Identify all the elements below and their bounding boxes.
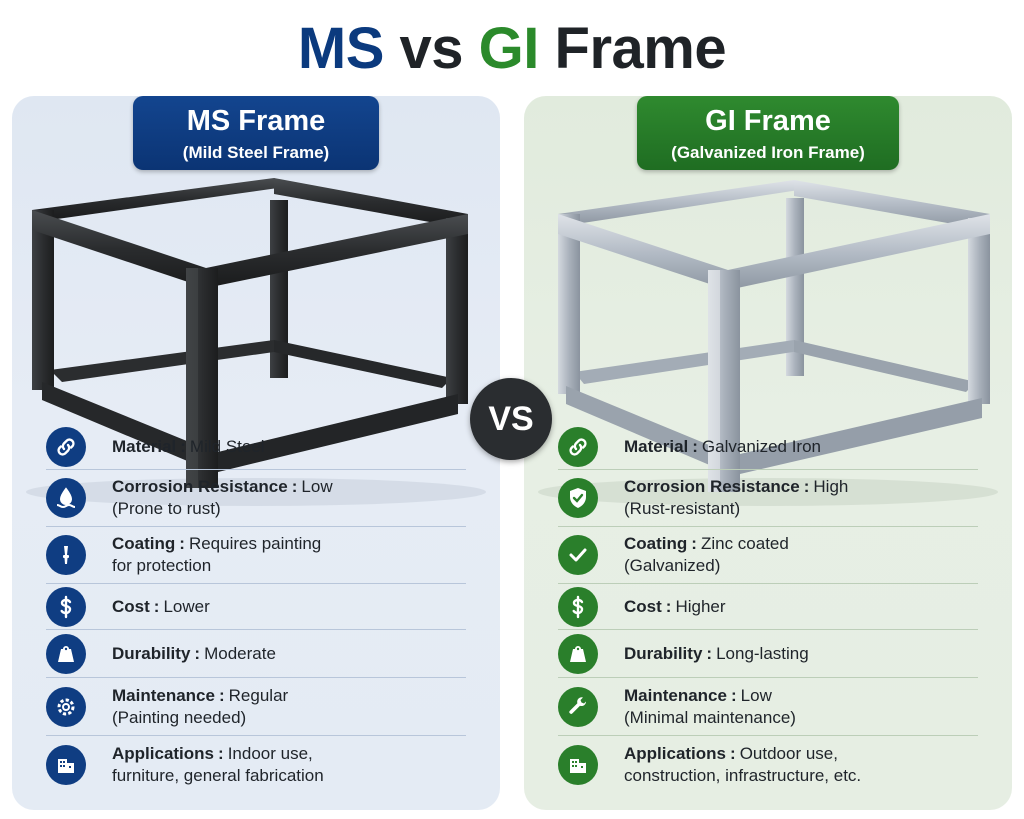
title-vs: vs — [399, 16, 464, 81]
gi-corrosion-value: High — [813, 477, 849, 496]
gi-applications-note: construction, infrastructure, etc. — [624, 766, 862, 785]
ms-maintenance-value: Regular — [228, 685, 289, 705]
ms-frame-panel: MS Frame (Mild Steel Frame) — [12, 96, 500, 810]
ms-corrosion-note: (Prone to rust) — [112, 499, 221, 518]
gi-corrosion-label: Corrosion Resistance — [624, 477, 800, 496]
paint-brush-icon — [46, 535, 86, 575]
gi-frame-image — [524, 172, 1012, 512]
ms-row-durability: Durability:Moderate — [46, 630, 466, 678]
gi-durability-value: Long-lasting — [716, 643, 809, 663]
ms-frame-badge: MS Frame (Mild Steel Frame) — [133, 96, 379, 170]
chain-link-icon — [558, 426, 598, 467]
ms-applications-value: Indoor use, — [227, 744, 313, 763]
ms-frame-subheading: (Mild Steel Frame) — [182, 143, 330, 162]
gi-row-corrosion: Corrosion Resistance:High(Rust-resistant… — [558, 470, 978, 527]
ms-maintenance-label: Maintenance — [112, 685, 215, 705]
ms-properties-list: Material:Mild Steel Corrosion Resistance… — [46, 424, 466, 794]
gi-maintenance-note: (Minimal maintenance) — [624, 707, 796, 727]
gi-row-coating: Coating:Zinc coated(Galvanized) — [558, 527, 978, 584]
gi-material-value: Galvanized Iron — [701, 436, 821, 456]
ms-row-applications: Applications:Indoor use,furniture, gener… — [46, 736, 466, 794]
gi-applications-label: Applications — [624, 744, 727, 763]
ms-row-material: Material:Mild Steel — [46, 424, 466, 470]
title-ms: MS — [297, 16, 385, 81]
gi-row-durability: Durability:Long-lasting — [558, 630, 978, 678]
building-icon — [46, 745, 86, 785]
water-drop-icon — [46, 478, 86, 518]
dollar-icon — [46, 586, 86, 627]
ms-material-value: Mild Steel — [189, 436, 265, 456]
gi-row-applications: Applications:Outdoor use,construction, i… — [558, 736, 978, 794]
ms-corrosion-label: Corrosion Resistance — [112, 477, 288, 496]
weight-icon — [558, 633, 598, 674]
gi-frame-illustration — [538, 180, 998, 506]
gi-cost-label: Cost — [624, 596, 662, 616]
ms-row-corrosion: Corrosion Resistance:Low(Prone to rust) — [46, 470, 466, 527]
title-gi: GI — [478, 16, 540, 81]
gi-cost-value: Higher — [675, 596, 726, 616]
ms-coating-value: Requires painting — [188, 534, 322, 553]
dollar-icon — [558, 586, 598, 627]
gi-frame-subheading: (Galvanized Iron Frame) — [671, 143, 865, 162]
gi-frame-panel: GI Frame (Galvanized Iron Frame) — [524, 96, 1012, 810]
gi-row-maintenance: Maintenance:Low(Minimal maintenance) — [558, 678, 978, 736]
title-frame: Frame — [554, 16, 727, 81]
gi-maintenance-label: Maintenance — [624, 685, 727, 705]
gi-coating-value: Zinc coated — [700, 534, 789, 553]
ms-frame-illustration — [26, 178, 486, 506]
page-title: MS vs GI Frame — [0, 14, 1024, 84]
shield-check-icon — [558, 478, 598, 518]
ms-applications-label: Applications — [112, 744, 215, 763]
ms-coating-note: for protection — [112, 556, 212, 575]
ms-material-label: Material — [112, 436, 177, 456]
ms-durability-label: Durability — [112, 643, 191, 663]
ms-maintenance-note: (Painting needed) — [112, 707, 247, 727]
gi-row-material: Material:Galvanized Iron — [558, 424, 978, 470]
ms-applications-note: furniture, general fabrication — [112, 766, 324, 785]
wrench-icon — [558, 686, 598, 727]
ms-cost-value: Lower — [163, 596, 210, 616]
gi-durability-label: Durability — [624, 643, 703, 663]
gi-frame-badge: GI Frame (Galvanized Iron Frame) — [637, 96, 899, 170]
gi-frame-heading: GI Frame — [705, 105, 831, 137]
checkmark-icon — [558, 535, 598, 575]
ms-row-maintenance: Maintenance:Regular(Painting needed) — [46, 678, 466, 736]
gi-coating-note: (Galvanized) — [624, 556, 721, 575]
ms-frame-heading: MS Frame — [186, 105, 326, 137]
gi-maintenance-value: Low — [740, 685, 772, 705]
gi-corrosion-note: (Rust-resistant) — [624, 499, 741, 518]
ms-coating-label: Coating — [112, 534, 176, 553]
vs-badge: VS — [470, 378, 552, 460]
chain-link-icon — [46, 426, 86, 467]
ms-corrosion-value: Low — [301, 477, 333, 496]
ms-durability-value: Moderate — [204, 643, 276, 663]
gi-row-cost: Cost:Higher — [558, 584, 978, 630]
gi-properties-list: Material:Galvanized Iron Corrosion Resis… — [558, 424, 978, 794]
gear-icon — [46, 686, 86, 727]
building-icon — [558, 745, 598, 785]
ms-row-cost: Cost:Lower — [46, 584, 466, 630]
weight-icon — [46, 633, 86, 674]
ms-frame-image — [12, 172, 500, 512]
gi-coating-label: Coating — [624, 534, 688, 553]
gi-applications-value: Outdoor use, — [739, 744, 838, 763]
ms-cost-label: Cost — [112, 596, 150, 616]
gi-material-label: Material — [624, 436, 689, 456]
